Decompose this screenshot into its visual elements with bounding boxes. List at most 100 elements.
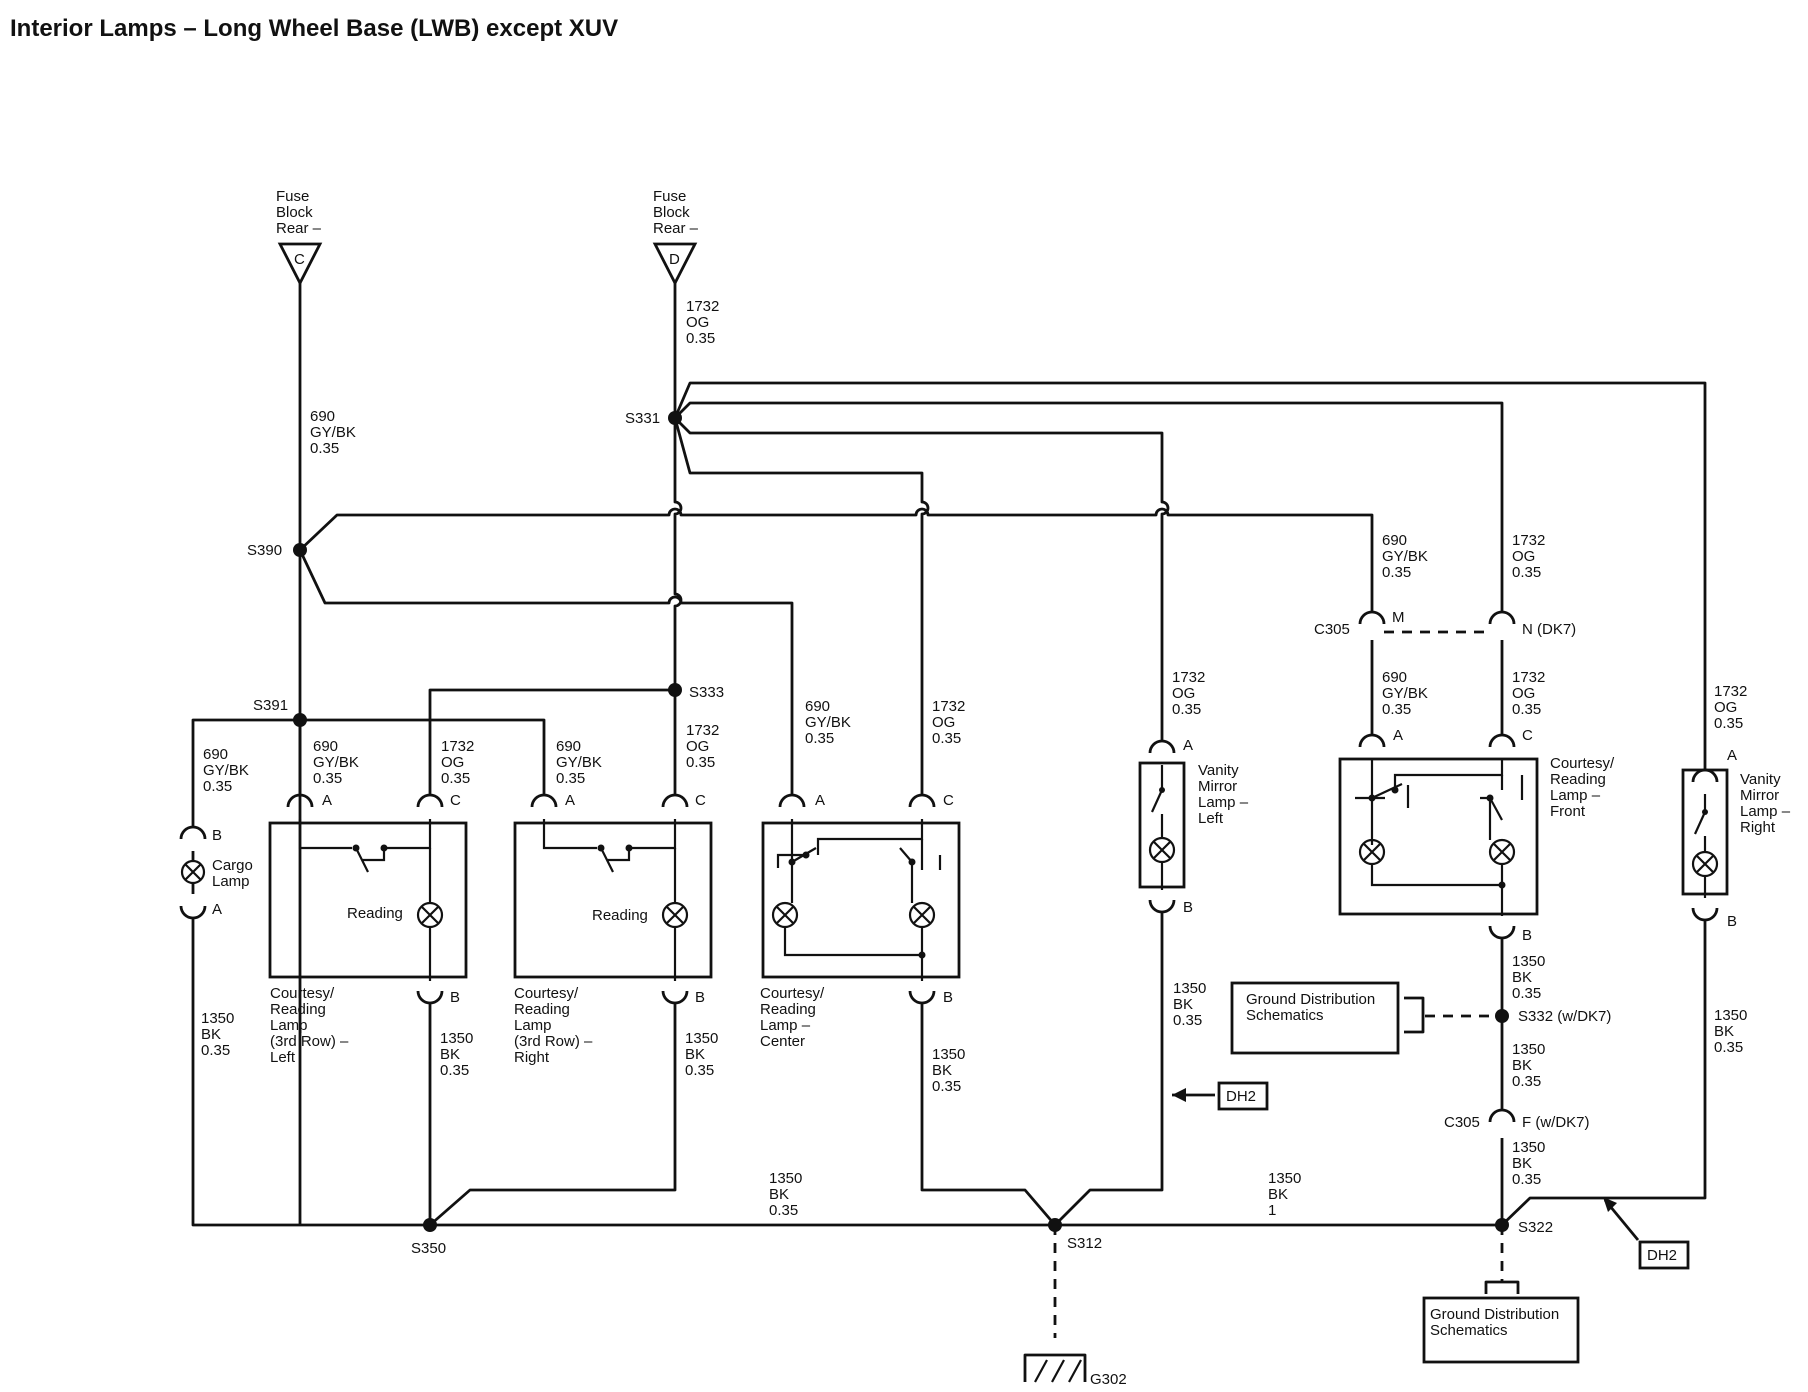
ground-distribution-ref-mid[interactable]: Ground Distribution Schematics — [1230, 981, 1425, 1055]
reading-lamp-left-wire-a — [298, 819, 352, 850]
splice-s312-dot — [1048, 1218, 1062, 1232]
pin-label-vm-right-a: A — [1727, 747, 1737, 764]
pin-label-cargo-a: A — [212, 901, 222, 918]
reading-lamp-right-switch-icon — [597, 844, 633, 873]
wire-label-1732-right-c-2: OG — [686, 738, 709, 755]
wire-label-690-cargo-3: 0.35 — [203, 778, 232, 795]
pin-cup-center-a — [778, 793, 806, 808]
reading-lamp-center-name-3: Lamp – — [760, 1017, 811, 1034]
wire-label-1350-bus-right-1: 1350 — [1268, 1170, 1301, 1187]
wire-label-690-cargo-2: GY/BK — [203, 762, 249, 779]
reading-lamp-center: Courtesy/ Reading Lamp – Center — [760, 819, 961, 1050]
pin-cup-center-c — [908, 793, 936, 808]
pin-label-center-b: B — [943, 989, 953, 1006]
dh2-a-box[interactable] — [1217, 1081, 1269, 1111]
reading-lamp-left-box — [268, 821, 468, 979]
wire-label-690-right-a-2: GY/BK — [556, 754, 602, 771]
label-s390: S390 — [247, 542, 282, 559]
wire-label-1350-center-2: BK — [932, 1062, 952, 1079]
vanity-left-name-2: Mirror — [1198, 778, 1237, 795]
wire-label-1732-n-top-2: OG — [1512, 548, 1535, 565]
splice-points — [293, 411, 1509, 1232]
wire-network — [191, 283, 1707, 1338]
wire-690-cargo — [191, 718, 300, 827]
wire-label-690-m-top-3: 0.35 — [1382, 564, 1411, 581]
reading-lamp-front-name-2: Reading — [1550, 771, 1606, 788]
wire-label-1350-c305f-3: 0.35 — [1512, 1171, 1541, 1188]
vanity-mirror-lamp-right: Vanity Mirror Lamp – Right — [1681, 768, 1791, 898]
pin-cup-front-c — [1488, 733, 1516, 748]
label-s391: S391 — [253, 697, 288, 714]
reading-lamp-center-right-bulb-icon — [908, 901, 936, 929]
reading-lamp-right-name-5: Right — [514, 1049, 550, 1066]
wire-690-to-m — [299, 507, 1374, 612]
ground-distribution-ref-bottom[interactable]: Ground Distribution Schematics — [1422, 1280, 1580, 1364]
wire-label-1350-s332-3: 0.35 — [1512, 1073, 1541, 1090]
reading-lamp-right-box — [513, 821, 713, 979]
wire-1350-vanity-left — [1054, 912, 1164, 1226]
fuse-d-line-1: Fuse — [653, 188, 686, 205]
gds-mid-box[interactable] — [1230, 981, 1400, 1055]
wire-690-center-a — [298, 549, 794, 795]
wire-label-1350-left-1: 1350 — [440, 1030, 473, 1047]
dh2-b-label: DH2 — [1647, 1247, 1677, 1264]
reading-lamp-center-name-1: Courtesy/ — [760, 985, 825, 1002]
pin-label-vm-right-b: B — [1727, 913, 1737, 930]
wire-label-1732-n-bot-1: 1732 — [1512, 669, 1545, 686]
dh2-b-box[interactable] — [1638, 1240, 1690, 1270]
reading-lamp-center-left-bulb-icon — [771, 901, 799, 929]
dh2-ref-b[interactable]: DH2 — [1603, 1197, 1690, 1270]
wire-label-690-m-bot-1: 690 — [1382, 669, 1407, 686]
wire-label-1350-bus-right-2: BK — [1268, 1186, 1288, 1203]
wire-label-1732-left-c-3: 0.35 — [441, 770, 470, 787]
reading-lamp-left-name-5: Left — [270, 1049, 296, 1066]
vanity-right-name-3: Lamp – — [1740, 803, 1791, 820]
wire-label-1732-d-2: OG — [686, 314, 709, 331]
label-s331: S331 — [625, 410, 660, 427]
fuse-block-rear-d: Fuse Block Rear – D — [652, 188, 699, 287]
splice-s333-dot — [668, 683, 682, 697]
wire-label-1350-c305f-2: BK — [1512, 1155, 1532, 1172]
pin-label-center-a: A — [815, 792, 825, 809]
label-c305-n: N (DK7) — [1522, 621, 1576, 638]
reading-lamp-front: Courtesy/ Reading Lamp – Front — [1338, 755, 1615, 916]
wire-label-1350-center-3: 0.35 — [932, 1078, 961, 1095]
wire-label-1732-n-top-1: 1732 — [1512, 532, 1545, 549]
gds-bottom-bracket-icon — [1484, 1280, 1520, 1294]
label-s333: S333 — [689, 684, 724, 701]
pin-label-front-a: A — [1393, 727, 1403, 744]
wire-1732-vanity-left — [674, 417, 1170, 741]
wire-label-1732-vm-right-2: OG — [1714, 699, 1737, 716]
reading-lamp-right-reading-label: Reading — [592, 907, 648, 924]
pin-label-vm-left-a: A — [1183, 737, 1193, 754]
splice-s331-dot — [668, 411, 682, 425]
dh2-ref-a[interactable]: DH2 — [1172, 1081, 1269, 1111]
wire-label-1732-vm-left-3: 0.35 — [1172, 701, 1201, 718]
wire-label-690-m-bot-3: 0.35 — [1382, 701, 1411, 718]
wire-label-690-main-3: 0.35 — [310, 440, 339, 457]
splice-s350-dot — [423, 1218, 437, 1232]
pin-label-vm-left-b: B — [1183, 899, 1193, 916]
cargo-lamp-bulb-icon — [180, 859, 206, 885]
label-s312: S312 — [1067, 1235, 1102, 1252]
fuse-d-line-3: Rear – — [653, 220, 699, 237]
fuse-d-terminal-icon — [652, 242, 698, 287]
reading-lamp-right-bulb-icon — [661, 901, 689, 929]
gds-bottom-box[interactable] — [1422, 1296, 1580, 1364]
wire-label-1350-left-2: BK — [440, 1046, 460, 1063]
splice-s332-dot — [1495, 1009, 1509, 1023]
reading-lamp-front-name-1: Courtesy/ — [1550, 755, 1615, 772]
pin-cup-vm-left-a — [1148, 739, 1176, 754]
wire-label-1350-bus-mid-1: 1350 — [769, 1170, 802, 1187]
wire-label-1350-c305f-1: 1350 — [1512, 1139, 1545, 1156]
pin-cup-c305-n — [1488, 610, 1516, 625]
wire-label-690-right-a-1: 690 — [556, 738, 581, 755]
wire-label-690-center-a-2: GY/BK — [805, 714, 851, 731]
pin-cup-right-a — [530, 793, 558, 808]
wire-1350-ground-bus — [191, 918, 1502, 1227]
pin-label-right-b: B — [695, 989, 705, 1006]
vanity-mirror-lamp-left: Vanity Mirror Lamp – Left — [1138, 761, 1249, 890]
wire-label-1350-left-3: 0.35 — [440, 1062, 469, 1079]
reading-lamp-right-name-4: (3rd Row) – — [514, 1033, 593, 1050]
